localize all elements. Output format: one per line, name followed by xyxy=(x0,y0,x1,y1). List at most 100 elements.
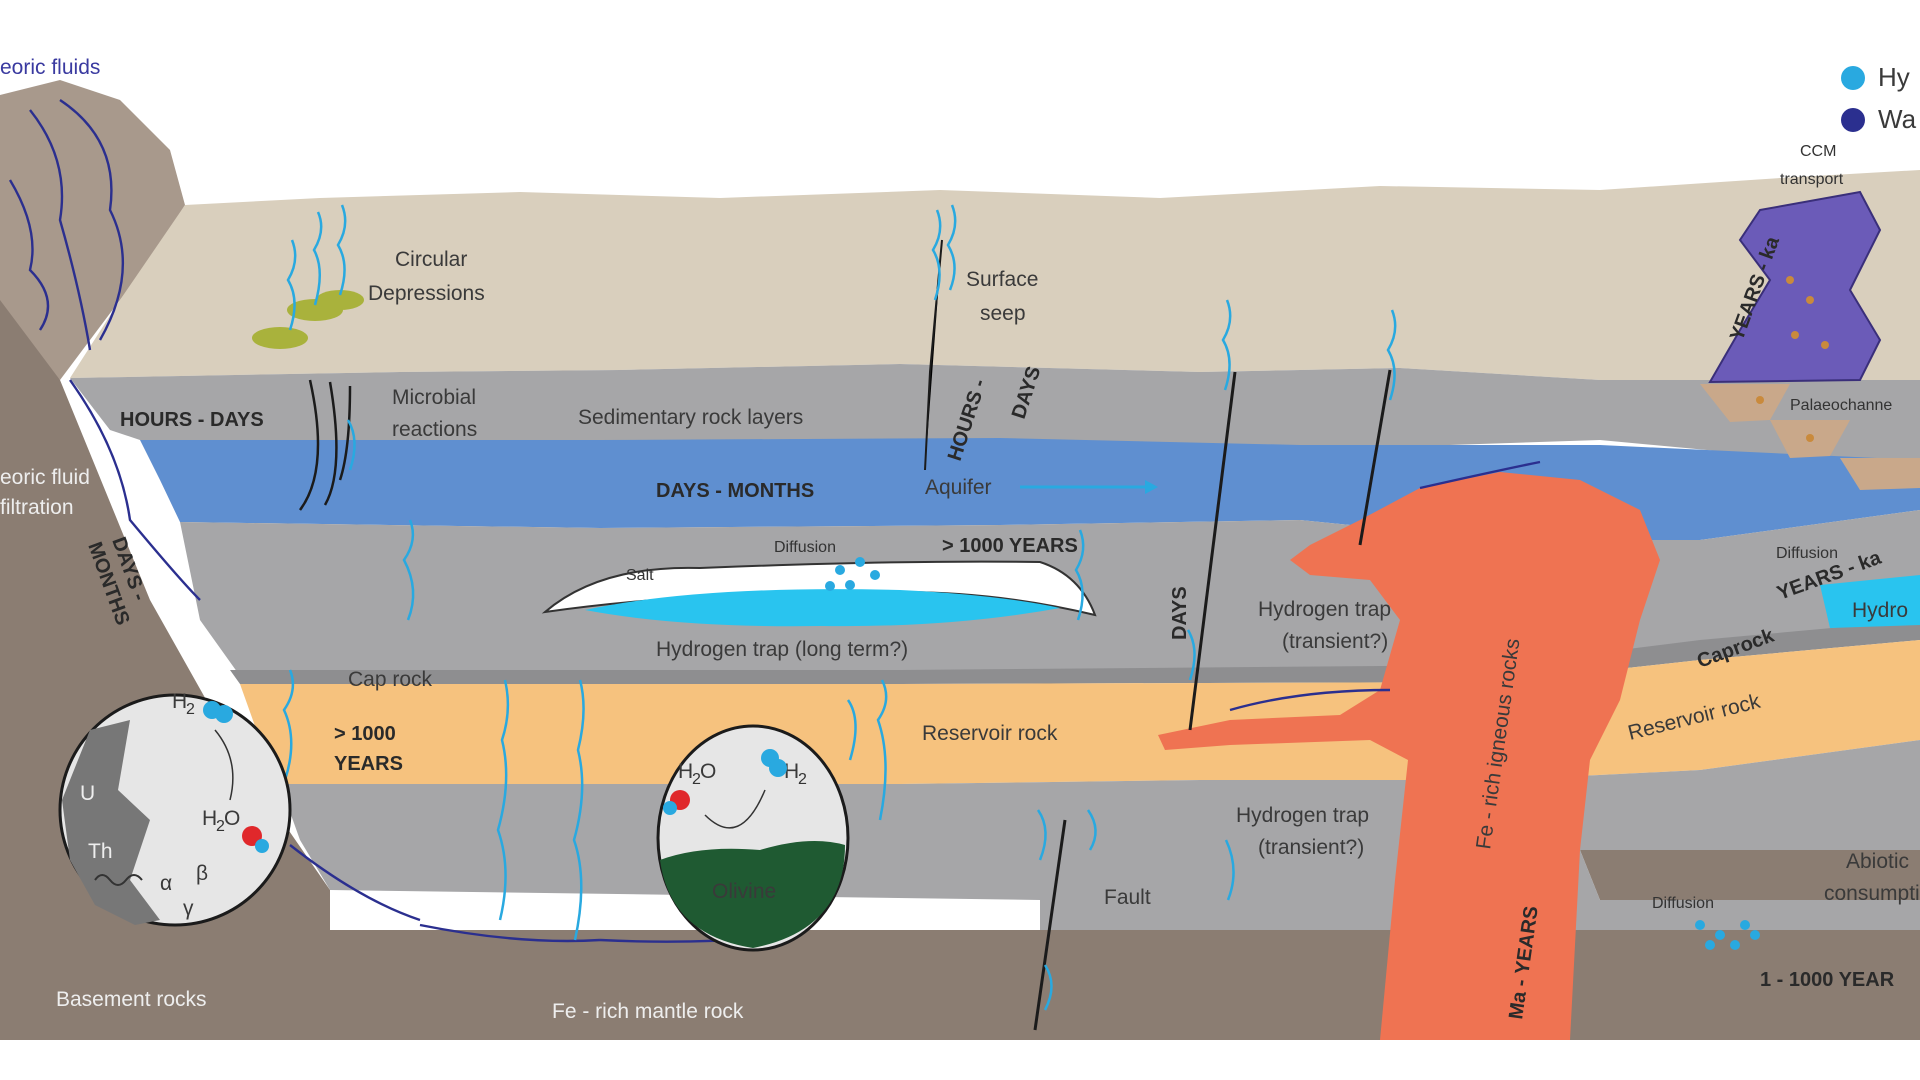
olivine-region xyxy=(660,841,845,948)
reservoir-rock-label: Reservoir rock xyxy=(922,722,1058,745)
legend: Hy Wa xyxy=(1841,62,1917,134)
hydrogen-trap-transient-label-1a: Hydrogen trap xyxy=(1258,598,1391,621)
h2-label-inset2: H xyxy=(784,760,799,783)
h2-sub-inset2: 2 xyxy=(798,771,807,788)
circular-depression-3 xyxy=(316,290,364,310)
circular-depressions-label-2: Depressions xyxy=(368,282,485,305)
alpha-label: α xyxy=(160,872,172,895)
h2-sub-inset1: 2 xyxy=(186,701,195,718)
surface-soil-layer xyxy=(70,170,1920,380)
reaction-arrow xyxy=(214,729,234,801)
ccm-label-2: transport xyxy=(1780,171,1844,188)
meteoric-infiltration-label-1: eoric fluid xyxy=(0,466,90,489)
decay-wave-icon xyxy=(94,874,143,886)
fault-line-3 xyxy=(1033,819,1067,1031)
days-months-aquifer-label: DAYS - MONTHS xyxy=(656,480,814,502)
water-hydrogen-icon xyxy=(255,839,269,853)
h2o-label-inset1: H xyxy=(202,807,217,830)
legend-hydrogen-label: Hy xyxy=(1878,62,1910,92)
fe-mantle-label: Fe - rich mantle rock xyxy=(552,1000,744,1023)
water-hydrogen-icon-2 xyxy=(663,801,677,815)
hydrogen-trap-transient-label-2a: Hydrogen trap xyxy=(1236,804,1369,827)
diffusion-dots-right xyxy=(1695,920,1760,950)
aquifer-label: Aquifer xyxy=(925,476,992,499)
legend-hydrogen-icon xyxy=(1841,66,1865,90)
seep-line-trap-1 xyxy=(1224,839,1235,901)
meteoric-flow-1 xyxy=(29,109,92,351)
meteoric-infiltration-label-2: filtration xyxy=(0,496,74,519)
seep-line-fault-low-2 xyxy=(1086,809,1097,851)
seep-line-surface-1 xyxy=(931,209,942,301)
hydrogen-trap-long-label: Hydrogen trap (long term?) xyxy=(656,638,908,661)
radiolysis-inset: U Th α β γ H 2 H 2 O xyxy=(58,690,292,927)
microbial-label-2: reactions xyxy=(392,418,477,441)
seep-line-res-2 xyxy=(496,679,510,921)
hydrogen-trap-transient-label-2b: (transient?) xyxy=(1258,836,1364,859)
meteoric-flow-2 xyxy=(59,99,125,341)
surface-seep-label-2: seep xyxy=(980,302,1026,325)
h2o-sub-inset2: 2 xyxy=(692,771,701,788)
fault-label: Fault xyxy=(1104,886,1151,909)
h2o-sub-inset1: 2 xyxy=(216,818,225,835)
basement-rocks-label: Basement rocks xyxy=(56,988,207,1011)
seep-line-fault-1 xyxy=(1221,299,1232,391)
meteoric-flow-3 xyxy=(8,179,50,331)
cap-rock-label: Cap rock xyxy=(348,668,433,691)
microbial-label-1: Microbial xyxy=(392,386,476,409)
aquifer-flow-arrowhead xyxy=(1145,480,1158,494)
seep-line-res-4 xyxy=(846,699,857,761)
gt-1000-mid-label: > 1000 YEARS xyxy=(942,535,1078,557)
sedimentary-layers-label: Sedimentary rock layers xyxy=(578,406,803,429)
olivine-label: Olivine xyxy=(712,880,776,903)
seep-line-res-3 xyxy=(572,679,585,941)
meteoric-flow-4 xyxy=(69,379,201,601)
basement-flow-1 xyxy=(289,844,421,922)
h2-label-inset1: H xyxy=(172,690,187,713)
hydro-right-label: Hydro xyxy=(1852,599,1908,622)
seep-line-fault-2 xyxy=(1386,309,1397,401)
seep-line-mid-1 xyxy=(402,519,415,621)
diffusion-right-bottom-label: Diffusion xyxy=(1652,895,1714,912)
seep-line-circular-3 xyxy=(336,204,347,296)
ccm-label-1: CCM xyxy=(1800,143,1836,160)
aquifer-return-flow xyxy=(1419,460,1541,490)
fault-line-1 xyxy=(1188,371,1237,731)
legend-water-label: Wa xyxy=(1878,104,1917,134)
seep-line-circular-1 xyxy=(286,239,297,331)
seep-line-res-5 xyxy=(876,679,888,821)
seep-line-trap-2 xyxy=(1186,629,1196,681)
diffusion-mid-label: Diffusion xyxy=(774,539,836,556)
seep-line-microbial xyxy=(346,419,356,471)
circular-depression-1 xyxy=(252,327,308,349)
gt-1000-left-label-2: YEARS xyxy=(334,753,403,775)
h2o-label-inset2: H xyxy=(678,760,693,783)
abiotic-label-1: Abiotic xyxy=(1846,850,1909,873)
serpentinization-inset: Olivine H 2 O H 2 xyxy=(656,724,850,952)
circular-depressions-label-1: Circular xyxy=(395,248,467,271)
palaeochannel xyxy=(1708,190,1882,384)
seep-line-fault-low-1 xyxy=(1036,809,1047,861)
water-oxygen-icon xyxy=(242,826,262,846)
uranium-thorium-rock xyxy=(62,720,160,925)
salt-label: Salt xyxy=(626,567,654,584)
seep-line-mid-2 xyxy=(1074,529,1085,621)
palaeochannel-label: Palaeochanne xyxy=(1790,397,1892,414)
u-label: U xyxy=(80,782,95,805)
seep-line-res-1 xyxy=(282,669,295,781)
basement-flow-2 xyxy=(419,923,601,943)
seep-line-surface-2 xyxy=(946,204,957,291)
gt-1000-left-label-1: > 1000 xyxy=(334,723,396,745)
h2-molecule-icon-b xyxy=(215,705,233,723)
basement-rock-layer xyxy=(0,250,1920,1040)
left-mountain xyxy=(0,80,185,380)
beta-label: β xyxy=(196,862,208,885)
h2o-o-inset2: O xyxy=(700,760,716,783)
hours-days-left-label: HOURS - DAYS xyxy=(120,409,264,431)
microbial-fractures xyxy=(298,379,352,511)
seep-line-circular-2 xyxy=(312,211,323,306)
hydrogen-trap-lens xyxy=(585,589,1060,627)
th-label: Th xyxy=(88,840,113,863)
one-1000-years-label: 1 - 1000 YEAR xyxy=(1760,969,1895,991)
abiotic-label-2: consumpti xyxy=(1824,882,1920,905)
